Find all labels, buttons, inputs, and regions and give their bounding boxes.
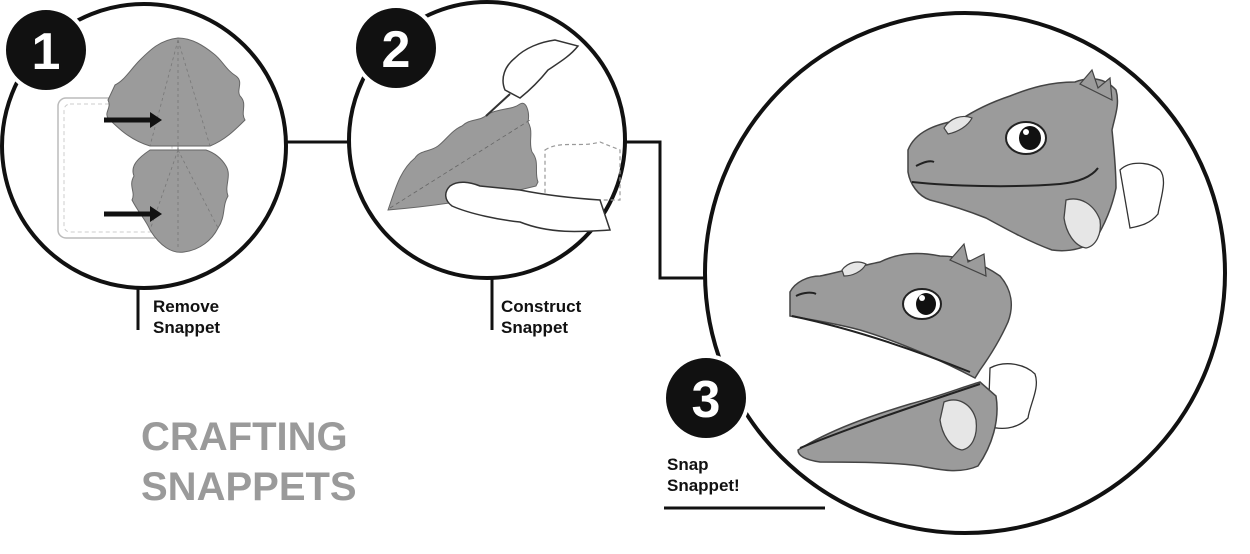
cutting-hand	[502, 39, 580, 99]
dragon-template-lower	[131, 149, 229, 253]
title-line2: SNAPPETS	[141, 465, 357, 509]
dragon-snappet-closed	[907, 68, 1165, 252]
step-3: 3	[662, 11, 1227, 535]
step-3-number: 3	[692, 371, 721, 429]
holding-hand	[445, 181, 612, 233]
step-3-caption-line2: Snappet!	[667, 476, 740, 495]
cutting-tool	[485, 93, 511, 117]
dragon-folded-paper	[387, 102, 539, 211]
step-2: 2	[347, 0, 627, 280]
step-1: 1	[0, 2, 288, 290]
step-1-number: 1	[32, 23, 61, 81]
connector-lines	[136, 140, 825, 510]
step-3-caption-line1: Snap	[667, 455, 709, 474]
step-2-caption-line1: Construct	[501, 297, 582, 316]
step-1-badge	[2, 6, 90, 94]
arrow-right-icon	[104, 112, 162, 128]
step-2-number: 2	[382, 21, 411, 79]
template-sheet-back	[544, 141, 621, 201]
arrow-right-icon	[104, 206, 162, 222]
step-2-caption-line2: Snappet	[501, 318, 568, 337]
step-1-caption-line2: Snappet	[153, 318, 220, 337]
title-line1: CRAFTING	[141, 415, 348, 459]
step-1-caption-line1: Remove	[153, 297, 219, 316]
step-3-badge	[662, 354, 750, 442]
dragon-snappet-open	[789, 242, 1037, 472]
step-2-badge	[352, 4, 440, 92]
